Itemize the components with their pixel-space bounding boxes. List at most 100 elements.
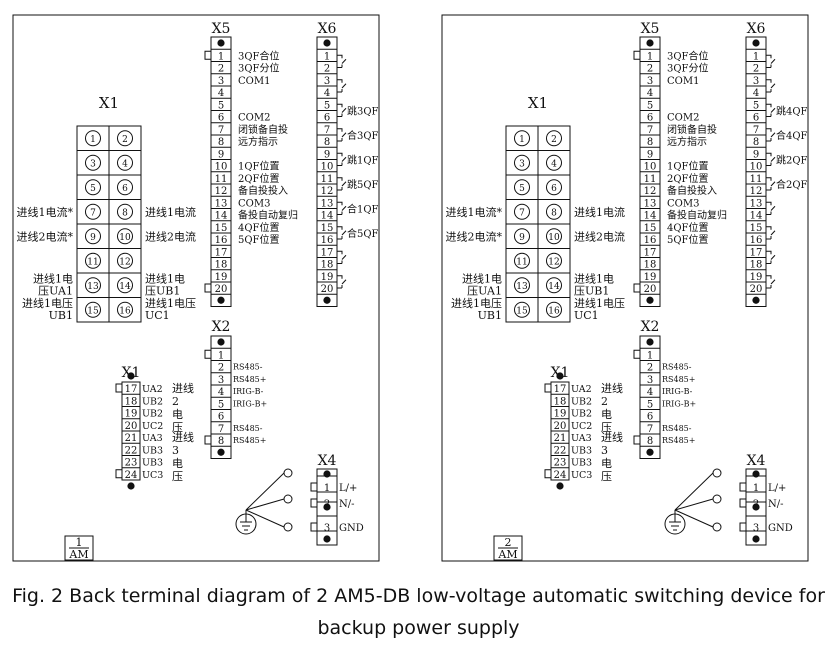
x1-terminal-ring xyxy=(514,228,530,245)
relay-contact xyxy=(766,152,776,166)
x5-terminal-6: 6 xyxy=(218,113,224,124)
x6-relay-label: 合5QF xyxy=(347,227,379,240)
x1-terminal-ring xyxy=(514,179,530,196)
x6-terminal-8: 8 xyxy=(753,137,759,148)
x1-terminal-ring xyxy=(117,179,133,196)
x4-label-3: GND xyxy=(339,523,364,534)
x1-terminal-2: 2 xyxy=(551,135,557,145)
x1-terminal-23: 23 xyxy=(554,458,567,469)
x5-label-14: 备投自动复归 xyxy=(667,209,727,222)
x1-side-a: 2 xyxy=(601,395,608,408)
x5-label-7: 闭锁备自投 xyxy=(238,123,288,136)
x1-side-b: 进线 xyxy=(172,430,194,444)
x5-terminal-9: 9 xyxy=(647,149,653,160)
switch-line xyxy=(674,498,714,511)
relay-contact xyxy=(766,79,776,93)
x1-bottom-label-17: UA2 xyxy=(571,384,592,395)
x5-terminal-12: 12 xyxy=(644,186,657,197)
x1-terminal-ring xyxy=(117,154,133,171)
x6-terminal-19: 19 xyxy=(321,272,334,283)
relay-contact xyxy=(766,103,776,117)
x1-side-a: 2 xyxy=(172,395,179,408)
x5-label-10: 1QF位置 xyxy=(238,160,280,173)
x1-terminal-16: 16 xyxy=(548,306,560,316)
figure-caption: Fig. 2 Back terminal diagram of 2 AM5-DB… xyxy=(12,585,825,639)
x6-terminal-10: 10 xyxy=(321,162,334,173)
x1-terminal-11: 11 xyxy=(516,257,527,267)
panel-frame xyxy=(441,14,809,562)
x1-terminal-4: 4 xyxy=(551,159,557,169)
x1-side-b: 压 xyxy=(172,470,183,483)
x5-label-8: 远方指示 xyxy=(238,135,278,148)
terminal-hole xyxy=(646,39,654,47)
x5-terminal-7: 7 xyxy=(647,125,653,136)
am-badge-text: AM xyxy=(497,548,517,561)
x1-terminal-ring xyxy=(514,154,530,171)
x1-side-a: 压 xyxy=(172,421,183,434)
x5-terminal-16: 16 xyxy=(215,235,228,246)
x4-label-1: L/+ xyxy=(339,483,357,494)
x5-terminal-19: 19 xyxy=(215,272,228,283)
x6-terminal-12: 12 xyxy=(321,186,334,197)
x4-title: X4 xyxy=(318,453,337,469)
x6-relay-label: 跳4QF xyxy=(776,105,808,118)
x1-bottom-label-21: UA3 xyxy=(142,433,163,444)
x2-title: X2 xyxy=(212,319,231,335)
x6-terminal-9: 9 xyxy=(753,149,759,160)
x5-terminal-19: 19 xyxy=(644,272,657,283)
switch-terminal xyxy=(283,494,293,504)
relay-contact xyxy=(766,250,776,264)
x2-label-7: RS485- xyxy=(233,424,263,433)
label-line: 压UB1 xyxy=(574,284,609,297)
x5-label-10: 1QF位置 xyxy=(667,160,709,173)
x1-side-a: 进线 xyxy=(601,381,623,395)
x5-terminal-1: 1 xyxy=(218,51,224,62)
x1-terminal-13: 13 xyxy=(87,282,99,292)
x1-terminal-13: 13 xyxy=(516,282,528,292)
x5-terminal-20: 20 xyxy=(215,284,228,295)
x1-bottom-label-18: UB2 xyxy=(142,396,163,407)
x1-side-b: 进线 xyxy=(601,430,623,444)
x5-terminal-2: 2 xyxy=(218,64,224,75)
x6-terminal-13: 13 xyxy=(321,198,334,209)
x1-terminal-ring xyxy=(546,179,562,196)
x4-hook xyxy=(739,498,746,508)
x1-terminal-22: 22 xyxy=(554,445,567,456)
label-line: 压UA1 xyxy=(38,284,73,297)
am-badge xyxy=(493,535,523,561)
x5-terminal-14: 14 xyxy=(644,211,657,222)
x6-relay-label: 合3QF xyxy=(347,129,379,142)
x2-terminal-7: 7 xyxy=(218,424,224,435)
x5-terminal-6: 6 xyxy=(647,113,653,124)
x5-terminal-8: 8 xyxy=(647,137,653,148)
label-line: UB1 xyxy=(49,309,73,322)
label-line: 进线1电 xyxy=(574,271,614,285)
x1-terminal-ring xyxy=(514,301,530,318)
am-badge xyxy=(64,535,94,561)
am-badge-text: AM xyxy=(68,548,88,561)
x2-label-4: IRIG-B- xyxy=(662,387,693,396)
x1-hook xyxy=(544,469,551,479)
x2-label-8: RS485+ xyxy=(662,436,695,445)
x1-terminal-2: 2 xyxy=(122,135,128,145)
x5-terminal-11: 11 xyxy=(215,174,228,185)
x6-terminal-18: 18 xyxy=(750,260,763,271)
x2-terminal-6: 6 xyxy=(218,412,224,423)
x6-relay-label: 跳3QF xyxy=(347,105,379,118)
terminal-hole xyxy=(323,470,331,478)
x1-terminal-1: 1 xyxy=(90,135,96,145)
x2-terminal-5: 5 xyxy=(218,399,224,410)
x5-terminal-3: 3 xyxy=(218,76,224,87)
relay-contact xyxy=(337,79,347,93)
x1-hook xyxy=(115,469,122,479)
x5-label-12: 备自投投入 xyxy=(238,184,288,197)
x6-relay-label: 合1QF xyxy=(347,203,379,216)
x1-right-label: 进线1电流 xyxy=(574,205,625,219)
label-line: 进线1电 xyxy=(462,271,502,285)
x5-label-13: COM3 xyxy=(238,198,270,209)
x2-terminal-7: 7 xyxy=(647,424,653,435)
x2-terminal-2: 2 xyxy=(647,363,653,374)
relay-contact xyxy=(766,128,776,142)
x1-terminal-ring xyxy=(514,277,530,294)
